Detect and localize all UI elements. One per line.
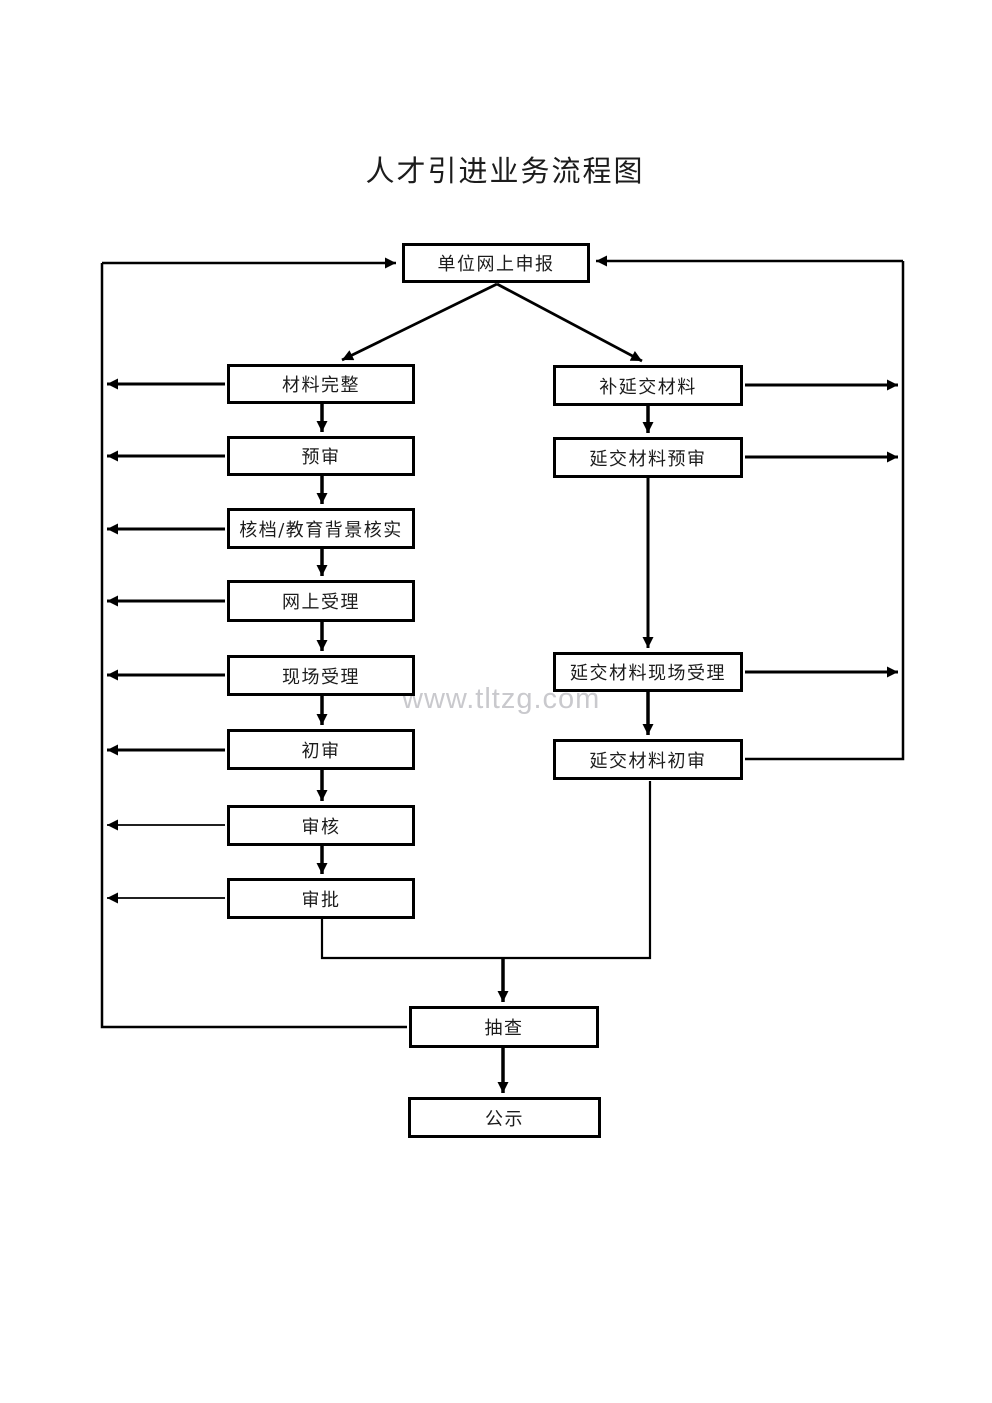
flow-node-online-accept: 网上受理 — [227, 580, 415, 622]
left-return-rail — [100, 257, 407, 1029]
flow-node-audit: 审核 — [227, 805, 415, 846]
merge-to-spot-check — [320, 781, 652, 1002]
flow-node-delay-initial-review: 延交材料初审 — [553, 739, 743, 780]
flow-node-approval: 审批 — [227, 878, 415, 919]
flow-node-initial-review: 初审 — [227, 729, 415, 770]
flow-node-onsite-accept: 现场受理 — [227, 655, 415, 696]
flow-node-pre-review: 预审 — [227, 436, 415, 476]
flow-node-declare: 单位网上申报 — [402, 243, 590, 283]
right-return-rail — [596, 255, 905, 761]
declare-split-arrows — [341, 282, 643, 363]
flow-node-spot-check: 抽查 — [409, 1006, 599, 1048]
flow-node-delay-onsite-accept: 延交材料现场受理 — [553, 652, 743, 692]
flow-node-publicity: 公示 — [408, 1097, 601, 1138]
left-return-arrows — [107, 378, 225, 904]
page-title: 人才引进业务流程图 — [365, 154, 645, 188]
flow-node-complete: 材料完整 — [227, 364, 415, 404]
flow-node-archive-check: 核档/教育背景核实 — [227, 508, 415, 549]
flow-node-delay-pre-review: 延交材料预审 — [553, 437, 743, 478]
right-return-arrows — [745, 379, 898, 678]
flow-node-supplement: 补延交材料 — [553, 365, 743, 406]
